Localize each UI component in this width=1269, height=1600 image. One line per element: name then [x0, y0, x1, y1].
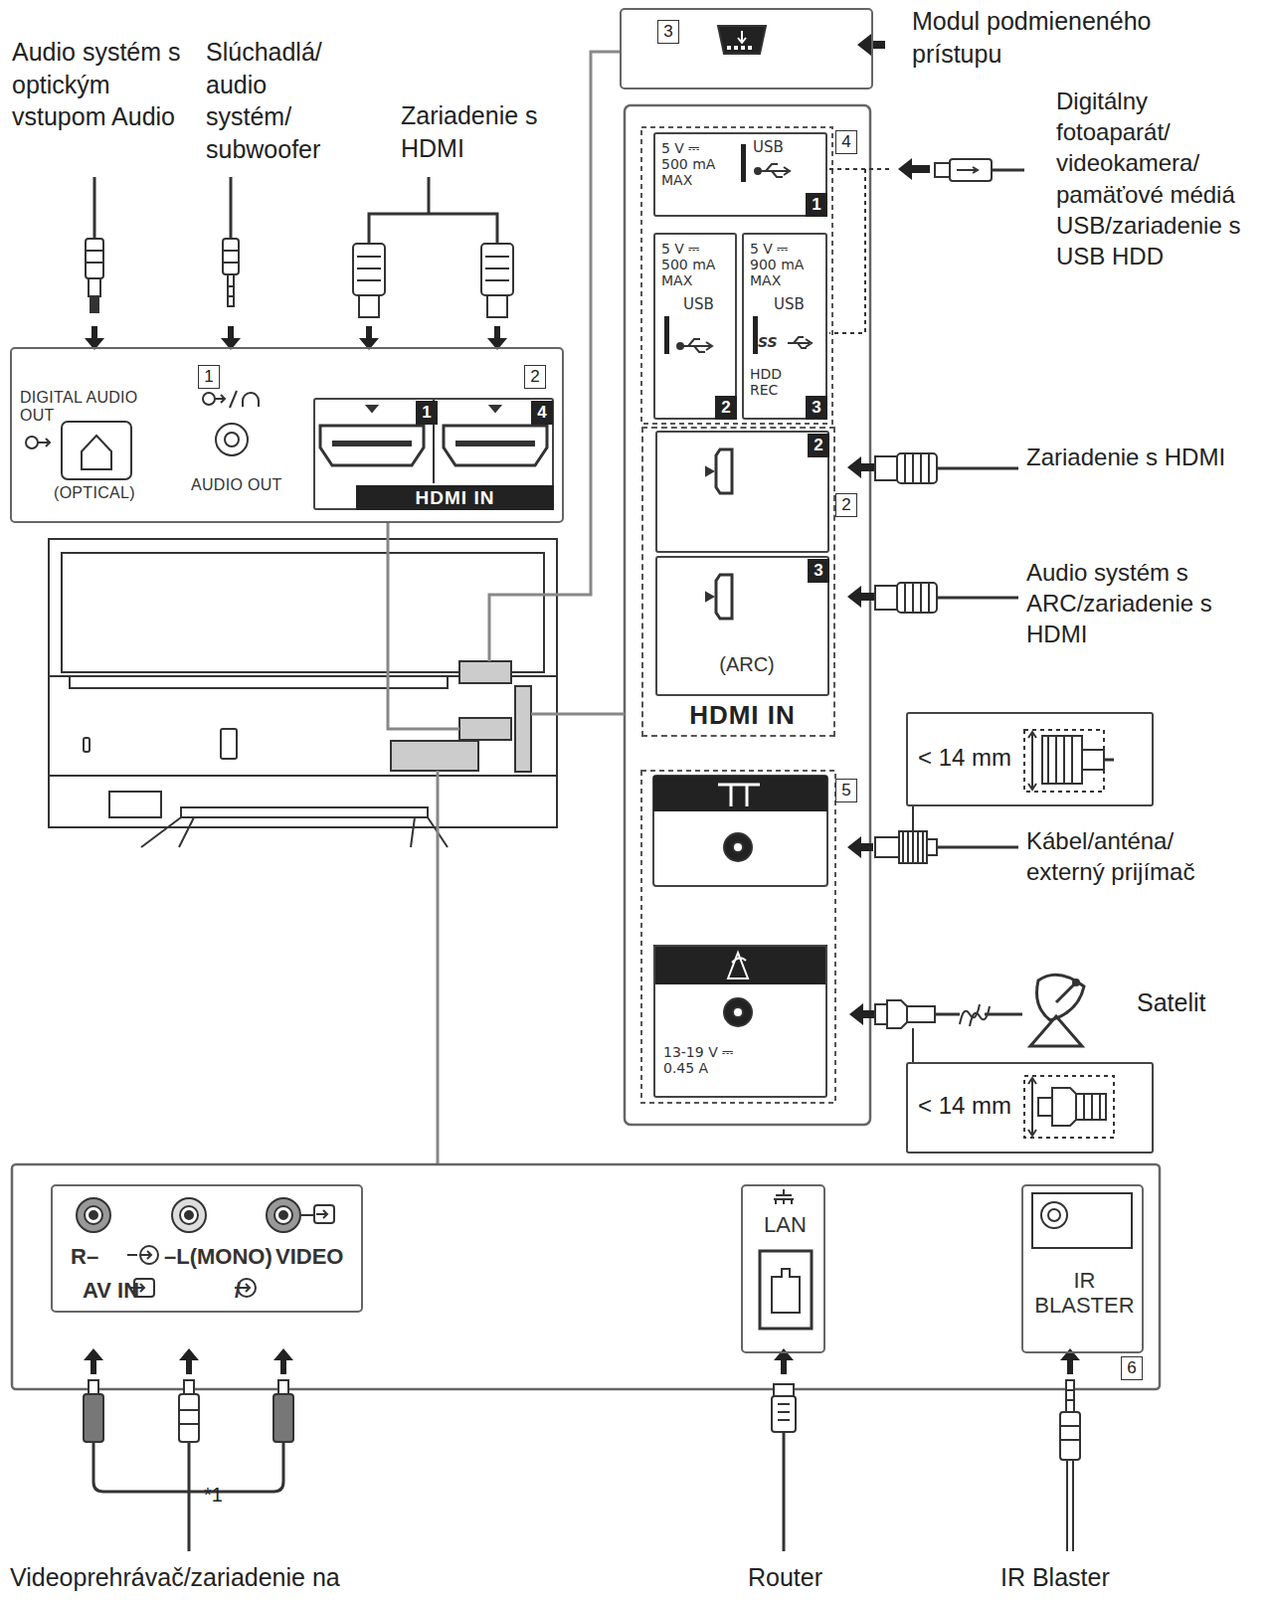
- port-label: 13-19 V ⎓ 0.45 A: [663, 1044, 753, 1077]
- port-label: 5 V ⎓ 500 mA MAX: [661, 240, 727, 289]
- port-panel: < 14 mm: [906, 1062, 1154, 1154]
- callout-number: 2: [524, 364, 546, 389]
- port-label: 5 V ⎓ 900 mA MAX: [749, 240, 816, 289]
- port-panel: 5 V ⎓ 900 mA MAX USB SS HDD REC 3: [741, 232, 828, 420]
- port-label: LAN: [742, 1212, 828, 1238]
- device-label: Modul podmieneného prístupu: [911, 4, 1173, 70]
- port-panel: LAN: [740, 1184, 826, 1354]
- callout-number: 4: [531, 400, 553, 425]
- tv-rear: [48, 51, 625, 1165]
- port-label: HDD REC: [749, 365, 796, 398]
- port-panel: 3: [619, 7, 874, 90]
- cam-slot: [718, 25, 886, 56]
- port-label: AV IN: [82, 1277, 140, 1303]
- port-label: (OPTICAL): [53, 484, 164, 503]
- port-label: 5 V ⎓ 500 mA MAX: [661, 140, 727, 188]
- port-label: SS: [757, 334, 784, 351]
- device-label: Router: [747, 1561, 868, 1595]
- device-label: Audio systém s ARC/zariadenie s HDMI: [1026, 556, 1252, 651]
- port-label: < 14 mm: [917, 1091, 1012, 1120]
- callout-number: 2: [835, 493, 858, 518]
- port-panel: 5 V ⎓ 500 mA MAX USB 2: [653, 232, 737, 420]
- port-panel: 2: [655, 430, 830, 553]
- callout-number: 1: [197, 364, 220, 389]
- port-label: IR BLASTER: [1031, 1268, 1138, 1319]
- callout-number: 1: [805, 192, 828, 217]
- device-label: Audio systém s optickým vstupom Audio: [11, 35, 196, 134]
- port-label: HDMI IN: [655, 696, 830, 734]
- port-label: USB: [683, 296, 733, 314]
- port-panel: 1 4HDMI IN: [313, 397, 554, 511]
- port-panel: < 14 mm: [906, 712, 1154, 807]
- port-panel: 3 (ARC): [655, 555, 830, 697]
- callout-number: 5: [835, 778, 858, 803]
- device-label: Kábel/anténa/ externý prijímač: [1026, 825, 1226, 888]
- device-label: *1: [203, 1481, 244, 1508]
- port-panel: R– –L(MONO)VIDEO AV IN /: [50, 1184, 363, 1313]
- port-panel: 5 V ⎓ 500 mA MAX USB 1: [653, 132, 828, 217]
- bottom-ports: [76, 1189, 1132, 1329]
- callout-number: 2: [715, 395, 737, 420]
- dimension-details: [1024, 729, 1114, 1138]
- port-panel: IR BLASTER: [1021, 1184, 1144, 1354]
- right-hdmi-ports: [706, 449, 732, 619]
- port-label: USB: [752, 139, 813, 157]
- port-label: < 14 mm: [917, 743, 1012, 772]
- device-label: Digitálny fotoaparát/ videokamera/ pamäť…: [1056, 85, 1264, 272]
- port-label: /: [234, 1277, 241, 1303]
- device-label: Videoprehrávač/zariadenie na: [9, 1561, 428, 1595]
- port-label: USB: [773, 296, 824, 314]
- port-panel: HDMI IN 2 3 (ARC): [641, 426, 836, 737]
- callout-number: 1: [415, 400, 438, 425]
- device-label: IR Blaster: [1000, 1561, 1180, 1595]
- callout-number: 6: [1120, 1356, 1143, 1381]
- port-label: DIGITAL AUDIO OUT: [19, 388, 148, 426]
- port-label: (ARC): [692, 653, 802, 677]
- bottom-cables: [83, 1348, 1081, 1552]
- callout-number: 4: [835, 130, 858, 155]
- port-label: –L(MONO): [164, 1244, 273, 1269]
- callout-number: 3: [805, 395, 828, 420]
- callout-number: 3: [807, 558, 830, 583]
- rf-ports: [653, 775, 828, 1027]
- device-label: Zariadenie s HDMI: [1026, 441, 1264, 473]
- port-label: HDMI IN: [356, 485, 554, 511]
- port-label: R–: [70, 1244, 99, 1269]
- callout-number: 2: [807, 433, 830, 458]
- top-cables: [84, 177, 514, 351]
- port-label: AUDIO OUT: [190, 476, 301, 495]
- port-label: VIDEO: [275, 1244, 344, 1269]
- callout-number: 3: [657, 19, 680, 44]
- port-panel: 13-19 V ⎓ 0.45 A: [653, 944, 828, 1098]
- port-panel: DIGITAL AUDIO OUT (OPTICAL) AUDIO OUT 1 4HDM…: [9, 347, 564, 524]
- device-label: Slúchadlá/ audio systém/ subwoofer: [205, 35, 346, 166]
- device-label: Zariadenie s HDMI: [400, 99, 570, 165]
- device-label: Satelit: [1136, 986, 1257, 1020]
